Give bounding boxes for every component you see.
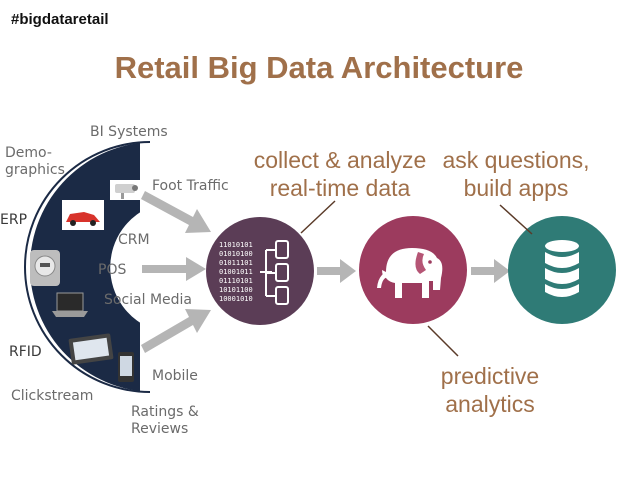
elephant-icon [377,248,443,298]
label-ratings-reviews: Ratings & Reviews [131,404,199,438]
label-ratings-line1: Ratings & [131,404,199,420]
binary-data: 11010101 01010100 01011101 01001011 0111… [219,241,257,303]
label-social-media: Social Media [104,292,193,308]
label-demographics: Demo- graphics [5,145,65,179]
label-crm: CRM [118,232,150,248]
arrow-pos [142,257,206,281]
label-foot-traffic: Foot Traffic [152,178,229,194]
binary-row: 01010100 [219,250,253,258]
caption-ask-line2: build apps [463,175,569,201]
label-demographics-line1: Demo- [5,145,52,161]
caption-predictive: predictive analytics [425,362,555,418]
binary-row: 01001011 [219,268,253,276]
database-icon [545,240,579,297]
pointer-ask [499,204,533,235]
analytics-node [359,216,467,324]
caption-predictive-line1: predictive [440,363,540,389]
caption-collect-line2: real-time data [269,175,411,201]
label-mobile: Mobile [152,368,198,384]
caption-ask-line1: ask questions, [442,147,590,173]
camera-icon [110,180,140,200]
page-title: Retail Big Data Architecture [114,50,524,85]
label-rfid: RFID [9,344,42,360]
caption-predictive-line2: analytics [445,391,535,417]
caption-ask: ask questions, build apps [432,146,600,202]
caption-collect-line1: collect & analyze [253,147,427,173]
phone-icon [118,352,134,382]
binary-row: 10101100 [219,286,253,294]
binary-row: 01110101 [219,277,253,285]
binary-row: 01011101 [219,259,253,267]
laptop-icon [52,292,88,317]
label-pos: POS [98,262,127,278]
data-stream-node: 11010101 01010100 01011101 01001011 0111… [206,217,314,325]
label-bi-systems: BI Systems [90,124,168,140]
car-icon [62,200,104,230]
arrow-stream-to-analytics [317,259,356,283]
binary-row: 10001010 [219,295,253,303]
arrow-mobile [141,309,211,353]
binary-row: 11010101 [219,241,253,249]
arrow-analytics-to-app [471,259,510,283]
meter-icon [30,250,60,286]
app-node [508,216,616,324]
arrow-foot-traffic [141,191,211,233]
label-erp: ERP [0,212,28,228]
hashtag: #bigdataretail [8,10,112,29]
caption-collect: collect & analyze real-time data [240,146,440,202]
label-clickstream: Clickstream [11,388,94,404]
pointer-collect [300,200,336,234]
pointer-predictive [427,325,459,357]
label-ratings-line2: Reviews [131,421,189,437]
label-demographics-line2: graphics [5,162,65,178]
tablet-icon [68,333,114,365]
